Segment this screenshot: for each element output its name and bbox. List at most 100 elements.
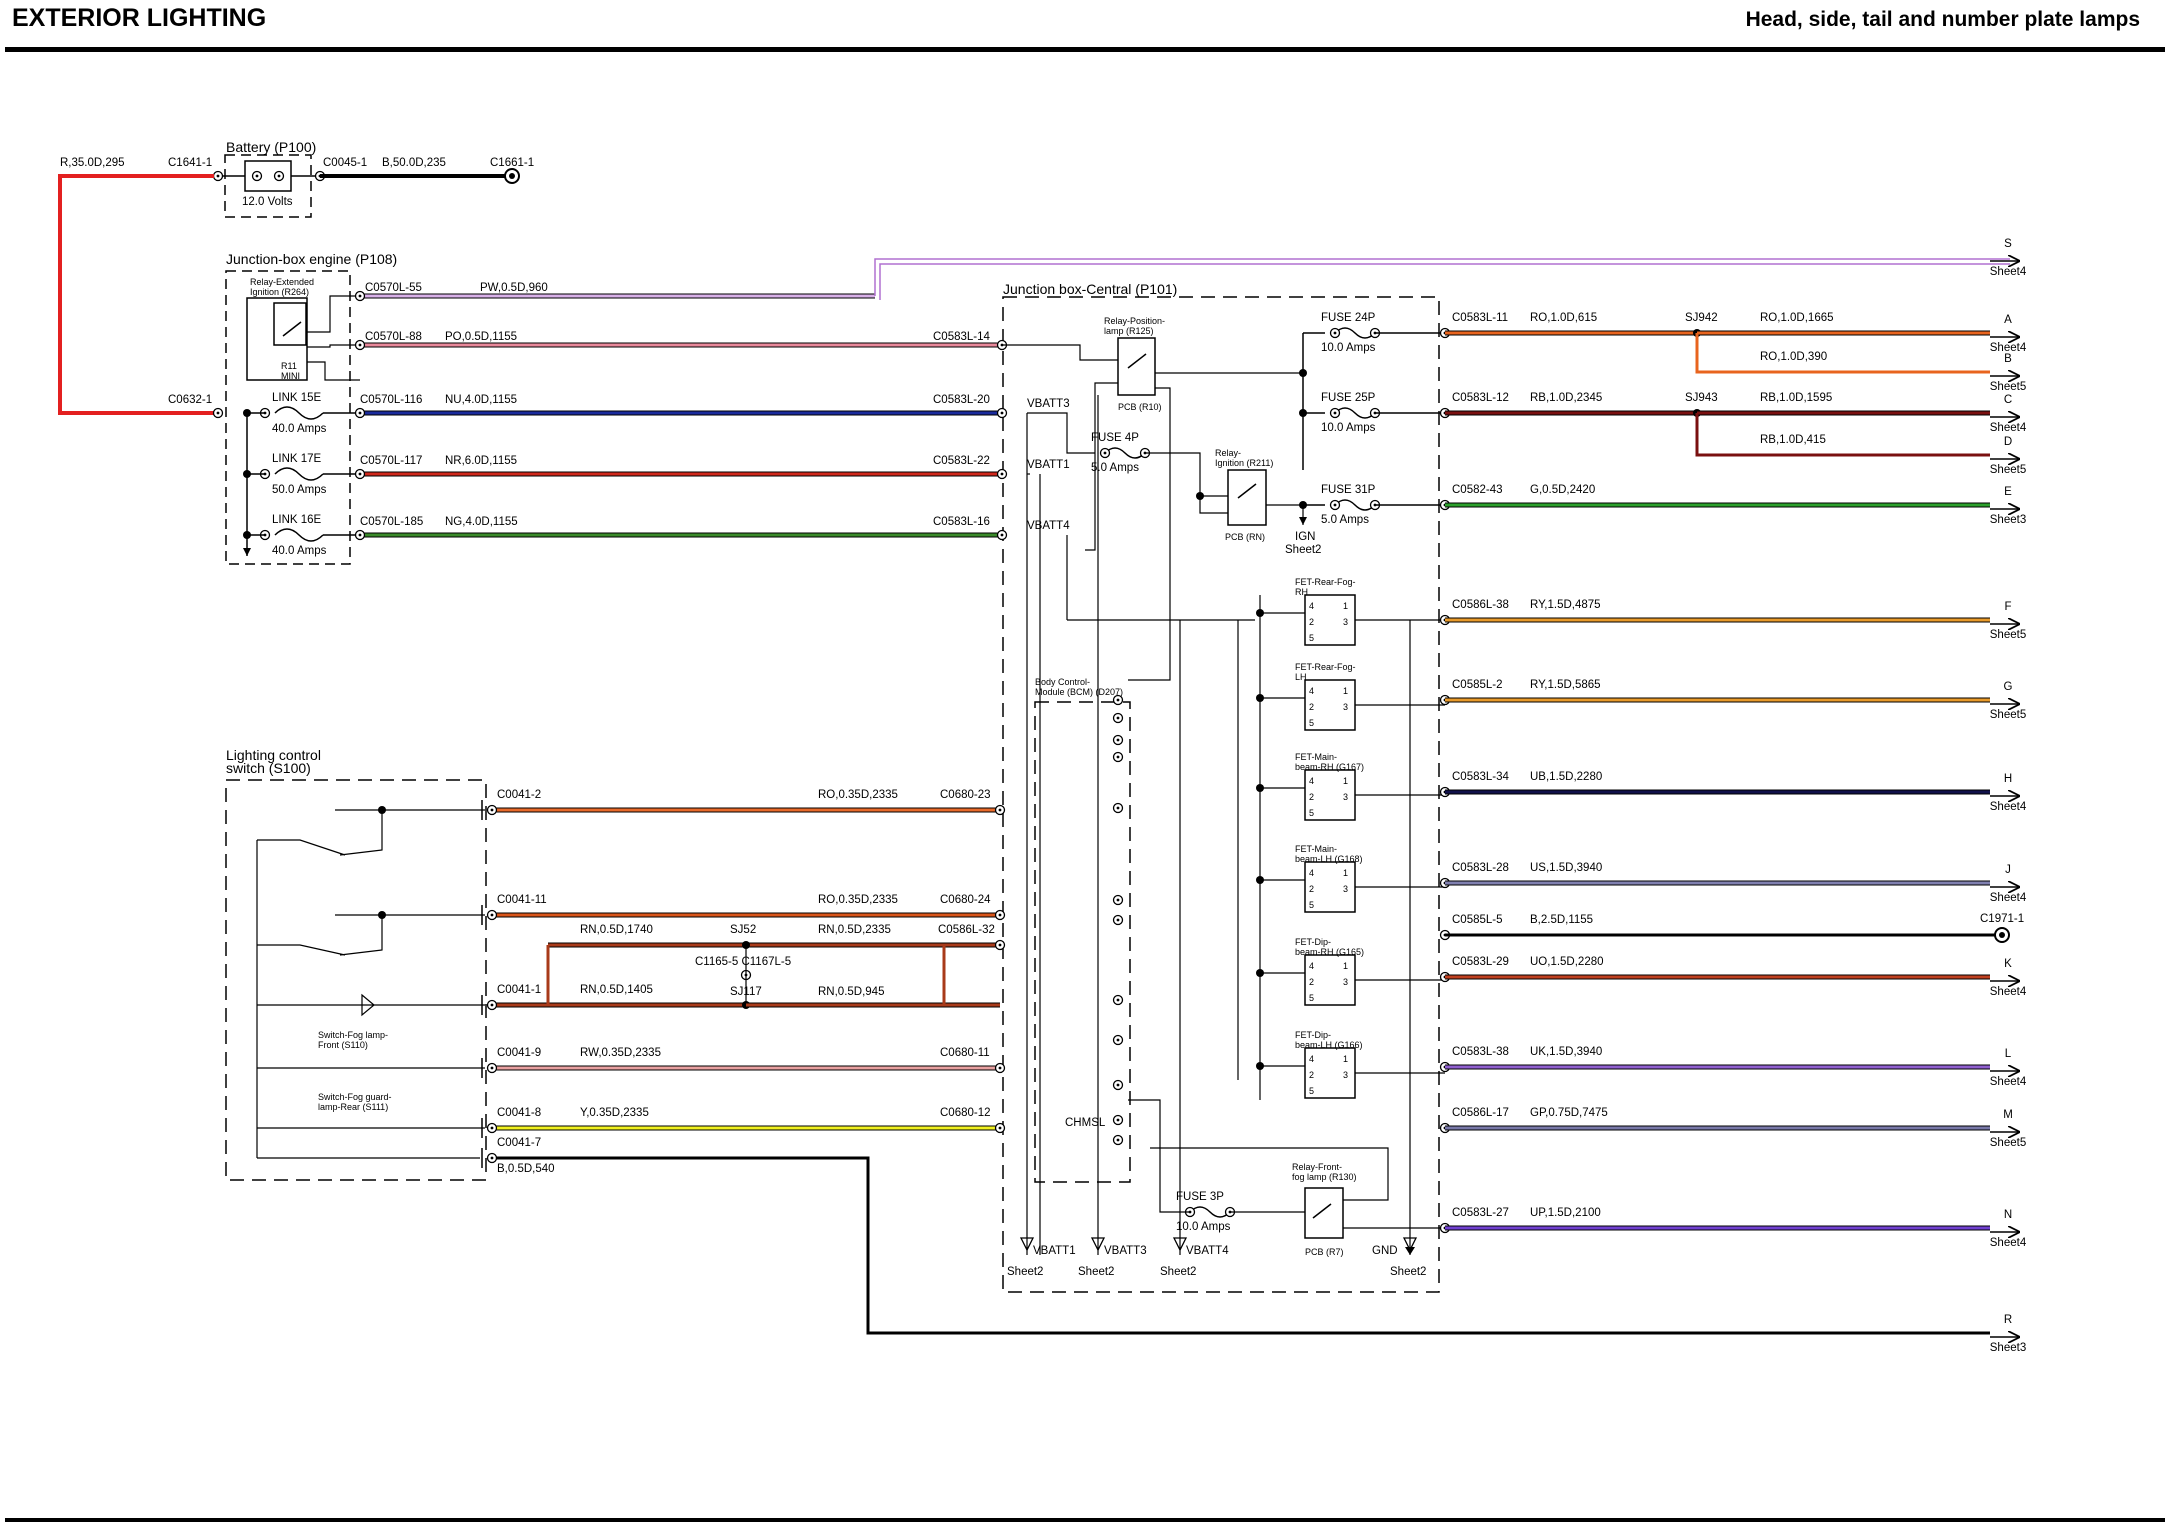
battery-conn-right: C0045-1 xyxy=(323,157,367,169)
output-a-sheet: Sheet4 xyxy=(1990,342,2027,354)
link-wire-0: NU,4.0D,1155 xyxy=(445,394,517,406)
rp-ctrl xyxy=(1128,387,1171,681)
output-7-letter: H xyxy=(2004,773,2012,785)
lcs-wire-5: B,0.5D,540 xyxy=(497,1163,555,1175)
lcs-term-0-center xyxy=(490,808,494,812)
link-end-1: C0583L-22 xyxy=(933,455,990,467)
bottom-arrow-icon-1 xyxy=(1090,1237,1106,1252)
bcm-pin-5-center xyxy=(1116,898,1120,902)
output-5-sheet: Sheet5 xyxy=(1990,629,2026,641)
battery-term-left-center xyxy=(216,174,220,178)
output-10-sheet: Sheet4 xyxy=(1990,986,2027,998)
lcs-sw2 xyxy=(335,914,383,956)
battery-plus-center xyxy=(255,174,259,178)
lcs-conn-2: C0041-1 xyxy=(497,984,541,996)
output-12-sheet: Sheet5 xyxy=(1990,1137,2026,1149)
output-s-sheet: Sheet4 xyxy=(1990,266,2027,278)
page-subtitle: Head, side, tail and number plate lamps xyxy=(1745,8,2140,31)
rn-bot-wire: RN,0.5D,945 xyxy=(818,986,884,998)
out-wire-7: UB,1.5D,2280 xyxy=(1530,771,1602,783)
ign-label: IGN xyxy=(1295,531,1315,543)
link-end-terminal-2-center xyxy=(1000,533,1004,537)
fet-pin1-4: 1 xyxy=(1343,961,1348,971)
bcm-pin-7-center xyxy=(1116,998,1120,1002)
fet-label-4: FET-Dip-beam-RH (G165) xyxy=(1295,937,1364,957)
fet-pin4-3: 4 xyxy=(1309,868,1314,878)
relay-position-box xyxy=(1117,337,1156,396)
fuse4-out xyxy=(1145,452,1228,497)
lcs-wire-1: RO,0.35D,2335 xyxy=(818,894,898,906)
fuse-24p xyxy=(1334,327,1376,339)
bottom-sheet-1: Sheet2 xyxy=(1078,1266,1114,1278)
fet-pin4-1: 4 xyxy=(1309,686,1314,696)
out-a-wire: RO,1.0D,615 xyxy=(1530,312,1597,324)
link-wire-1: NR,6.0D,1155 xyxy=(445,455,517,467)
out-wire-10: UO,1.5D,2280 xyxy=(1530,956,1604,968)
c88-wire: PO,0.5D,1155 xyxy=(445,331,517,343)
bottom-arrow-icon-0 xyxy=(1019,1237,1035,1252)
lcs-conn-5: C0041-7 xyxy=(497,1137,541,1149)
output-b-letter: B xyxy=(2004,353,2012,365)
fet-box-5 xyxy=(1304,1047,1356,1099)
fet-pin5-4: 5 xyxy=(1309,993,1314,1003)
output-6-letter: G xyxy=(2004,681,2013,693)
fet-pin1-2: 1 xyxy=(1343,776,1348,786)
output-11-letter: L xyxy=(2005,1048,2012,1060)
fet-box-4 xyxy=(1304,954,1356,1006)
lcs-fog-front-label: Switch-Fog lamp-Front (S110) xyxy=(318,1030,388,1050)
fet-pin1-0: 1 xyxy=(1343,601,1348,611)
rp-coil xyxy=(1085,382,1118,551)
lcs-conn-1: C0041-11 xyxy=(497,894,547,906)
fuse-4p-in-center xyxy=(1103,451,1107,455)
fet-pin3-0: 3 xyxy=(1343,617,1348,627)
lcs-end-term-3-center xyxy=(998,1066,1002,1070)
output-8-sheet: Sheet4 xyxy=(1990,892,2027,904)
bcm-pin-2-center xyxy=(1116,738,1120,742)
lcs-sw1 xyxy=(335,809,383,856)
lcs-diode-icon xyxy=(361,993,375,1017)
link-end-0: C0583L-20 xyxy=(933,394,990,406)
fuse-25p-in-center xyxy=(1333,411,1337,415)
lcs-term-2-center xyxy=(490,1003,494,1007)
lcs-conn-0: C0041-2 xyxy=(497,789,541,801)
rn-top-wire: RN,0.5D,1740 xyxy=(580,924,653,936)
relay-ignition-switch-icon xyxy=(1237,483,1257,499)
link-name-2: LINK 16E xyxy=(272,514,322,526)
out-c-wire: RB,1.0D,2345 xyxy=(1530,392,1602,404)
lcs-wire-3: RW,0.35D,2335 xyxy=(580,1047,661,1059)
link-name-0: LINK 15E xyxy=(272,392,322,404)
link-amps-1: 50.0 Amps xyxy=(272,484,327,496)
c1165-label: C1165-5 C1167L-5 xyxy=(695,956,791,968)
link-end-terminal-1-center xyxy=(1000,472,1004,476)
link-vbatt-1: VBATT1 xyxy=(1027,459,1070,471)
fet-label-3: FET-Main-beam-LH (G168) xyxy=(1295,844,1363,864)
relay-position-pcb: PCB (R10) xyxy=(1118,402,1162,412)
out-a-conn: C0583L-11 xyxy=(1452,312,1508,324)
bottom-arrow-icon-2 xyxy=(1172,1237,1188,1252)
bcm-box xyxy=(1034,701,1131,1183)
link-terminal-0-center xyxy=(358,411,362,415)
fuse-31p-label: FUSE 31P xyxy=(1321,484,1376,496)
out-r-line xyxy=(492,1156,1990,1335)
battery-label: Battery (P100) xyxy=(226,139,316,155)
out-c-conn: C0583L-12 xyxy=(1452,392,1509,404)
fet-pin5-5: 5 xyxy=(1309,1086,1314,1096)
out-b-line xyxy=(1695,333,1990,374)
output-4-sheet: Sheet3 xyxy=(1990,514,2026,526)
ign-sheet: Sheet2 xyxy=(1285,544,1321,556)
lcs-wire-2: RN,0.5D,1405 xyxy=(580,984,653,996)
fuse-25p-amps: 10.0 Amps xyxy=(1321,422,1376,434)
relay-ignition-box xyxy=(1227,469,1267,526)
output-11-sheet: Sheet4 xyxy=(1990,1076,2027,1088)
output-c-sheet: Sheet4 xyxy=(1990,422,2027,434)
page-title: EXTERIOR LIGHTING xyxy=(12,4,267,32)
fuse-4p-amps: 5.0 Amps xyxy=(1091,462,1139,474)
output-s-letter: S xyxy=(2004,238,2012,250)
battery-conn-left: C1641-1 xyxy=(168,157,212,169)
fet-pin3-5: 3 xyxy=(1343,1070,1348,1080)
fuse-24p-amps: 10.0 Amps xyxy=(1321,342,1376,354)
